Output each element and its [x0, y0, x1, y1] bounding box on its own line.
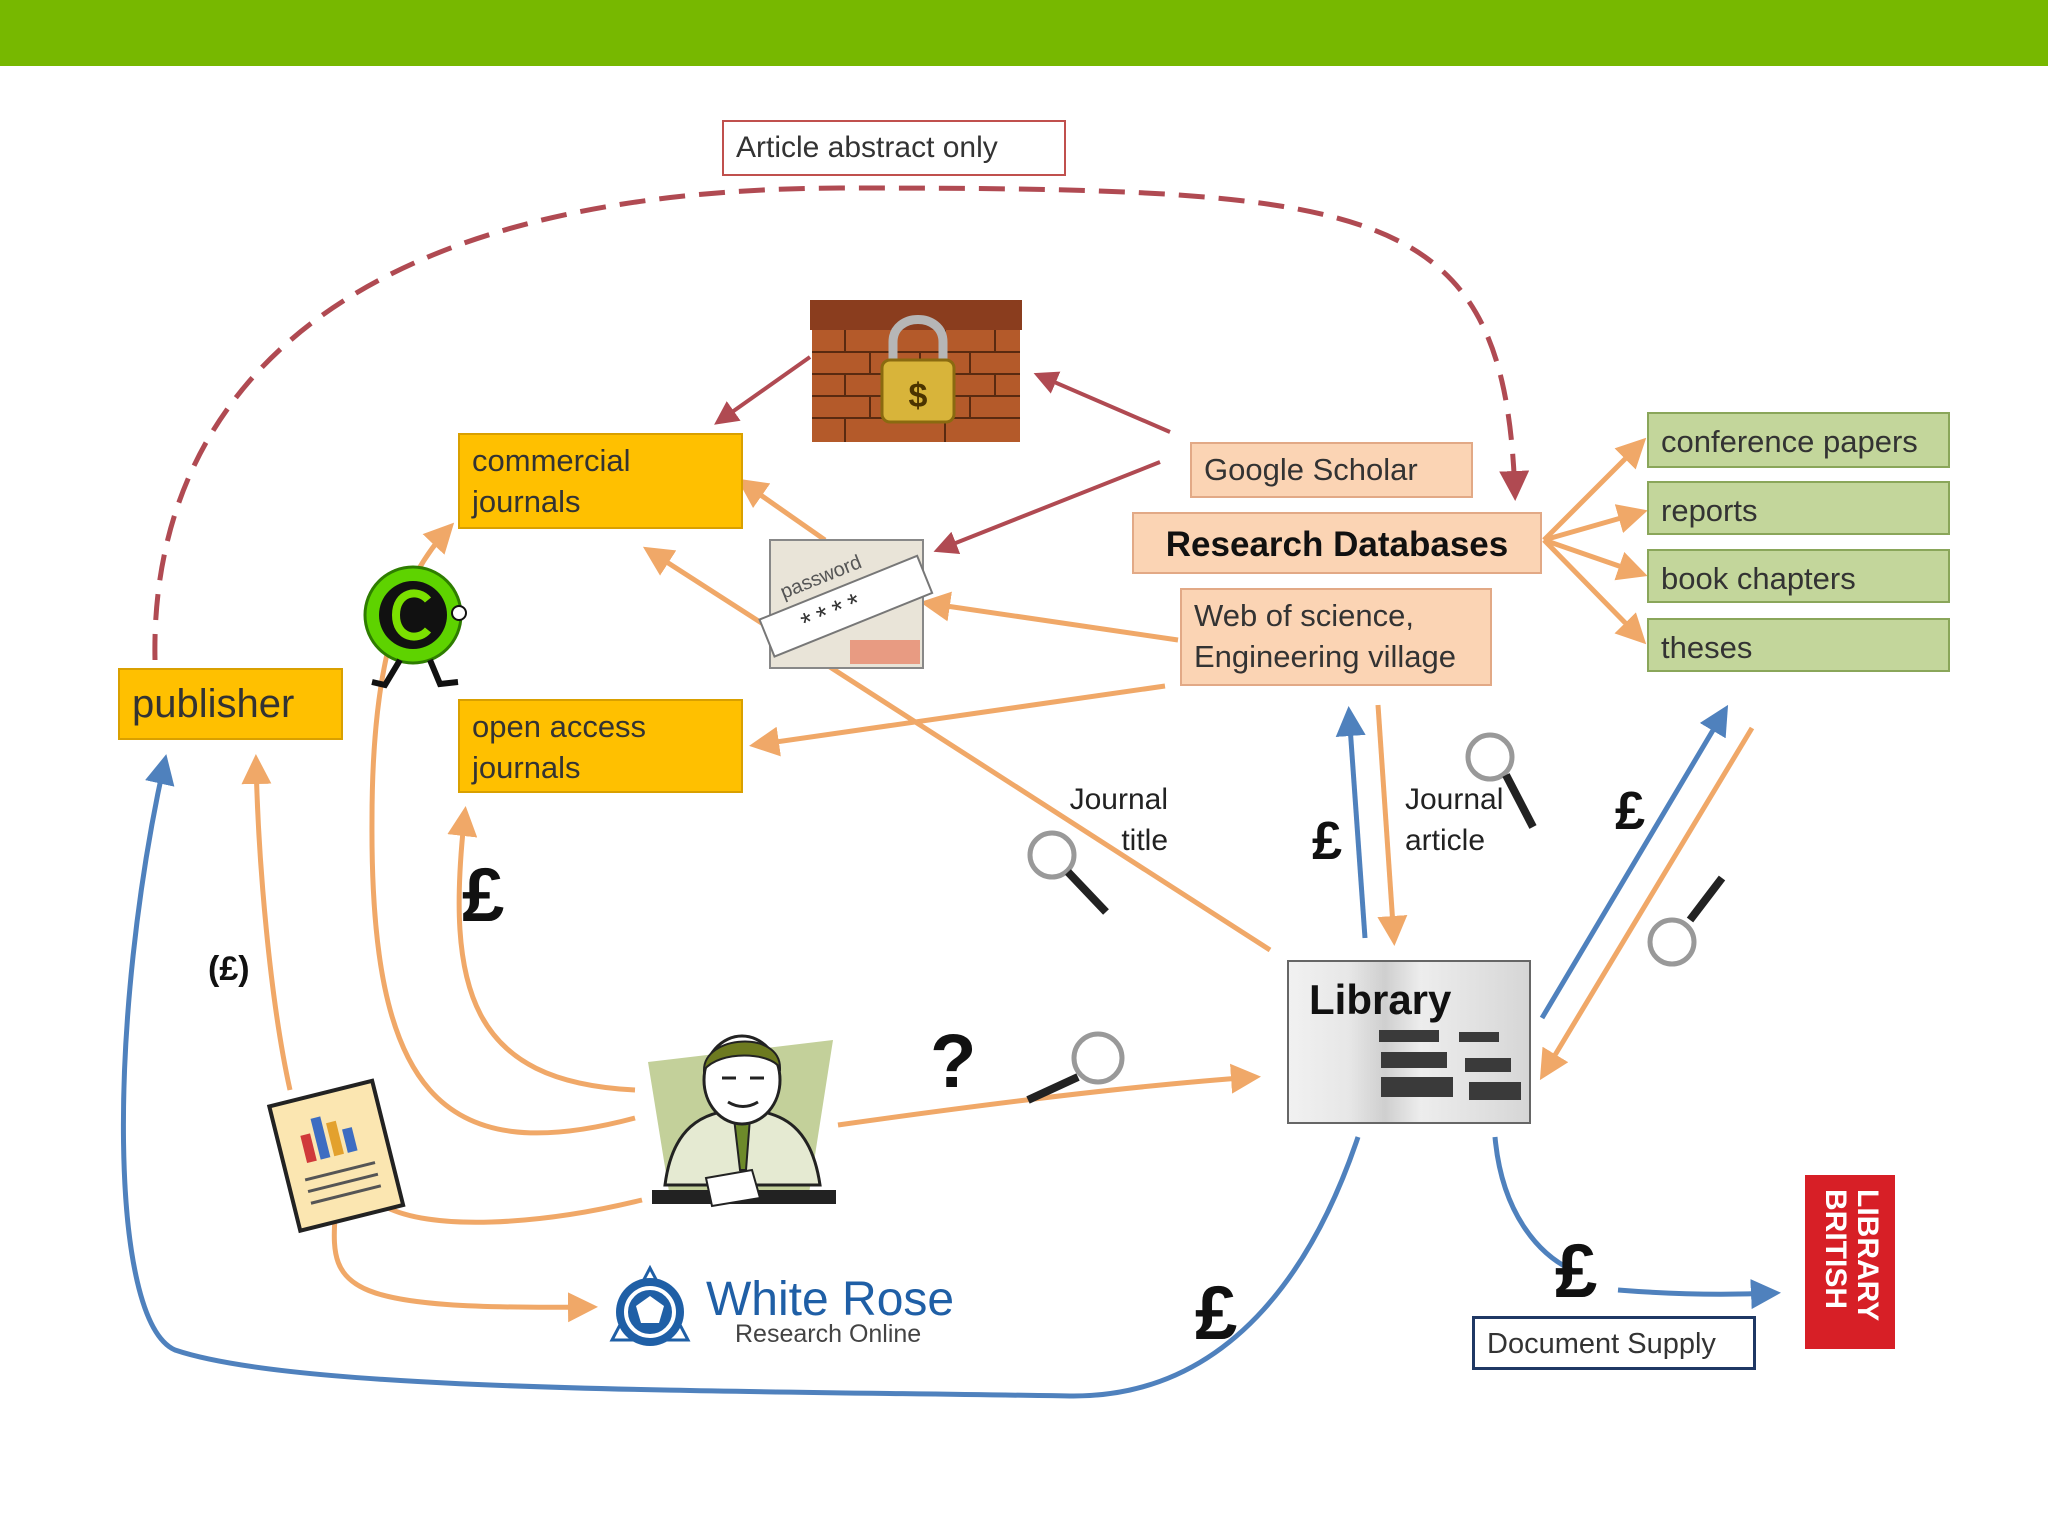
orange-arrow-research-to-chapters	[1543, 537, 1648, 581]
orange-arrow-library-to-commercial	[642, 546, 1272, 953]
pound-library-wos: £	[1312, 811, 1343, 871]
commercial-journals-line2: journals	[472, 483, 581, 519]
book-chapters-label: book chapters	[1661, 561, 1856, 596]
open-access-journals-line2: journals	[472, 749, 581, 785]
british-library-line1: LIBRARY	[1851, 1189, 1884, 1322]
research-databases-label: Research Databases	[1165, 525, 1509, 564]
conference-papers-box: conference papers	[1647, 412, 1950, 468]
red-arrow-scholar-to-safe	[1033, 371, 1171, 434]
white-rose-logo-icon	[609, 1264, 691, 1346]
article-abstract-only-box: Article abstract only	[722, 120, 1066, 176]
library-photo: Library	[1287, 960, 1531, 1124]
document-supply-box: Document Supply	[1472, 1316, 1756, 1370]
publisher-label: publisher	[132, 682, 295, 726]
journal-article-label: Journal article	[1405, 780, 1503, 861]
orange-arrow-researcher-to-library	[837, 1063, 1261, 1128]
abstract-dashed-arrow	[152, 185, 1530, 661]
reports-label: reports	[1661, 493, 1758, 528]
red-arrow-safe-to-commercial	[714, 355, 812, 425]
commercial-journals-box: commercial journals	[458, 433, 743, 529]
theses-box: theses	[1647, 618, 1950, 672]
pound-library-publisher: £	[1195, 1271, 1238, 1356]
journal-title-line1: Journal	[1069, 783, 1168, 816]
white-rose-label: White Rose	[706, 1273, 955, 1326]
conference-papers-label: conference papers	[1661, 424, 1918, 459]
web-of-science-line2: Engineering village	[1194, 638, 1456, 674]
magnifier-icon	[1647, 875, 1726, 967]
article-abstract-only-label: Article abstract only	[736, 131, 998, 164]
open-access-journals-box: open access journals	[458, 699, 743, 793]
brick-safe-padlock-icon: $	[810, 300, 1022, 442]
journal-title-label: Journal title	[1062, 780, 1168, 861]
blue-arrow-to-british-library	[1617, 1279, 1781, 1310]
google-scholar-label: Google Scholar	[1204, 452, 1418, 487]
magnifier-icon	[1027, 830, 1109, 915]
reports-box: reports	[1647, 481, 1950, 535]
blue-arrow-library-to-green	[1539, 704, 1729, 1020]
orange-arrow-green-to-library	[1539, 726, 1755, 1081]
magnifier-icon	[1465, 732, 1537, 829]
research-databases-box: Research Databases	[1132, 512, 1542, 574]
orange-arrow-researcher-to-document	[380, 1197, 643, 1225]
web-of-science-line1: Web of science,	[1194, 598, 1414, 633]
pound-optional: (£)	[208, 950, 250, 988]
publisher-box: publisher	[118, 668, 343, 740]
book-chapters-box: book chapters	[1647, 549, 1950, 603]
blue-arrow-library-to-british-library	[1492, 1136, 1574, 1273]
library-label: Library	[1309, 976, 1452, 1023]
orange-arrow-password-to-commercial	[737, 478, 827, 543]
password-screen-icon: password ****	[758, 539, 934, 669]
orange-arrow-researcher-to-open-access	[447, 806, 636, 1093]
journal-article-line1: Journal	[1405, 783, 1504, 816]
web-of-science-box: Web of science, Engineering village	[1180, 588, 1492, 686]
orange-arrow-document-to-publisher	[241, 754, 293, 1091]
svg-text:$: $	[909, 377, 928, 415]
open-access-journals-line1: open access	[472, 709, 647, 744]
magnifier-icon	[1026, 1031, 1125, 1104]
commercial-journals-line1: commercial	[472, 443, 631, 478]
journal-article-line2: article	[1405, 823, 1486, 857]
top-bar	[0, 0, 2048, 66]
orange-arrow-research-to-theses	[1542, 538, 1647, 645]
orange-arrow-research-to-reports	[1543, 504, 1648, 543]
pound-document-supply: £	[1555, 1229, 1598, 1314]
pound-library-green: £	[1615, 781, 1646, 841]
question-mark: ?	[930, 1019, 977, 1104]
orange-arrow-wos-to-library	[1375, 704, 1408, 946]
researcher-clipart-icon	[648, 1034, 836, 1208]
blue-arrow-library-to-publisher	[120, 754, 1361, 1399]
journal-title-line2: title	[1121, 823, 1168, 857]
pound-open-access: £	[462, 853, 505, 938]
orange-arrow-research-to-conference	[1542, 437, 1647, 542]
google-scholar-box: Google Scholar	[1190, 442, 1473, 498]
white-rose-sublabel: Research Online	[735, 1320, 922, 1348]
red-arrow-scholar-to-password	[933, 460, 1161, 555]
theses-label: theses	[1661, 630, 1753, 665]
british-library-line2: BRITISH	[1819, 1189, 1853, 1309]
british-library-logo-icon: LIBRARY BRITISH	[1805, 1175, 1895, 1349]
document-supply-label: Document Supply	[1487, 1328, 1716, 1360]
orange-arrow-wos-to-open-access	[749, 683, 1166, 757]
copyright-character-icon	[363, 565, 467, 689]
blue-arrow-library-to-wos	[1335, 706, 1368, 939]
document-chart-icon	[266, 1078, 406, 1234]
orange-arrow-wos-to-password	[920, 591, 1179, 643]
orange-arrow-document-to-white-rose	[331, 1217, 598, 1323]
